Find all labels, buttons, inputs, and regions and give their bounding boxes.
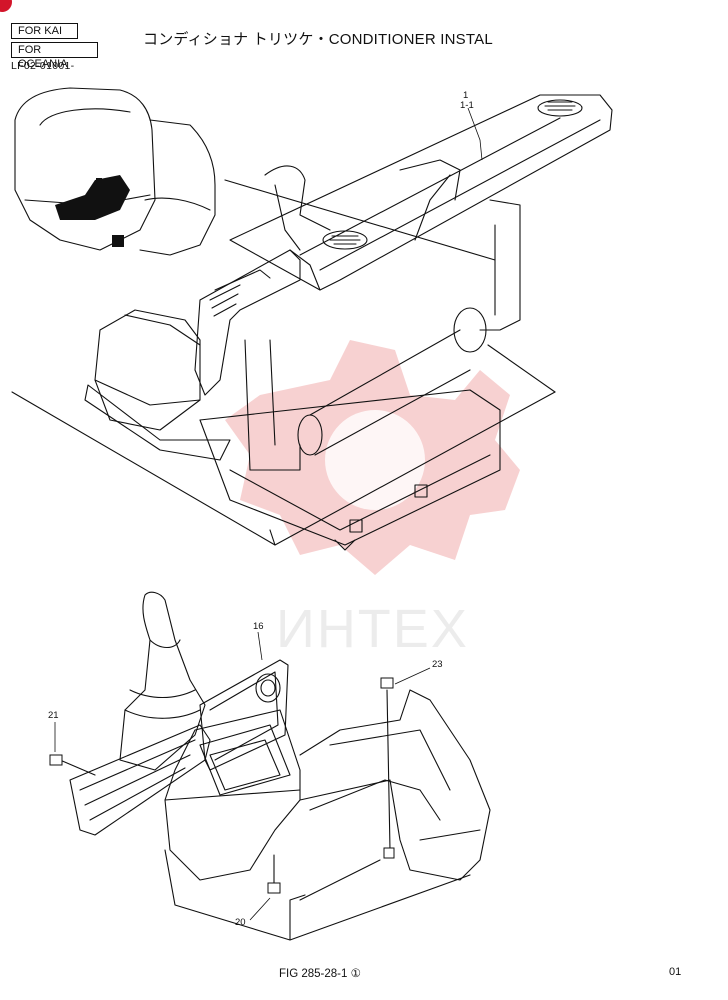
tag-for-oceania: FOR OCEANIA bbox=[11, 42, 98, 70]
callout-part-21: 21 bbox=[48, 710, 59, 721]
bolt-icon bbox=[49, 677, 395, 894]
watermark-text: ИНТЕХ bbox=[276, 599, 469, 659]
callout-part-16: 16 bbox=[253, 621, 264, 632]
floor-edge-back bbox=[224, 179, 496, 261]
page-number: 01 bbox=[669, 966, 682, 978]
corner-marker bbox=[0, 0, 12, 12]
mount-bracket bbox=[194, 249, 301, 396]
thumbnail-highlight bbox=[55, 175, 130, 247]
side-panel bbox=[69, 724, 211, 836]
base-frame bbox=[199, 389, 501, 546]
console-box bbox=[164, 709, 301, 881]
callout-part-23: 23 bbox=[432, 659, 443, 670]
tag-for-kai: FOR KAI bbox=[11, 23, 78, 39]
figure-number: FIG 285-28-1 ① bbox=[279, 968, 361, 980]
page-title: コンディショナ トリツケ・CONDITIONER INSTAL bbox=[143, 31, 493, 48]
main-duct bbox=[229, 94, 613, 291]
callout-part-20: 20 bbox=[235, 917, 246, 928]
conditioner-box bbox=[94, 309, 201, 431]
rear-cover bbox=[299, 689, 491, 881]
serial-code: LF02-01001- bbox=[11, 60, 75, 72]
control-lever-boot bbox=[119, 591, 206, 771]
callout-part-1: 1 bbox=[463, 90, 469, 101]
callout-part-1-1: 1-1 bbox=[460, 100, 474, 111]
floor-plate-front bbox=[11, 391, 556, 546]
thumbnail-cab bbox=[14, 87, 216, 256]
